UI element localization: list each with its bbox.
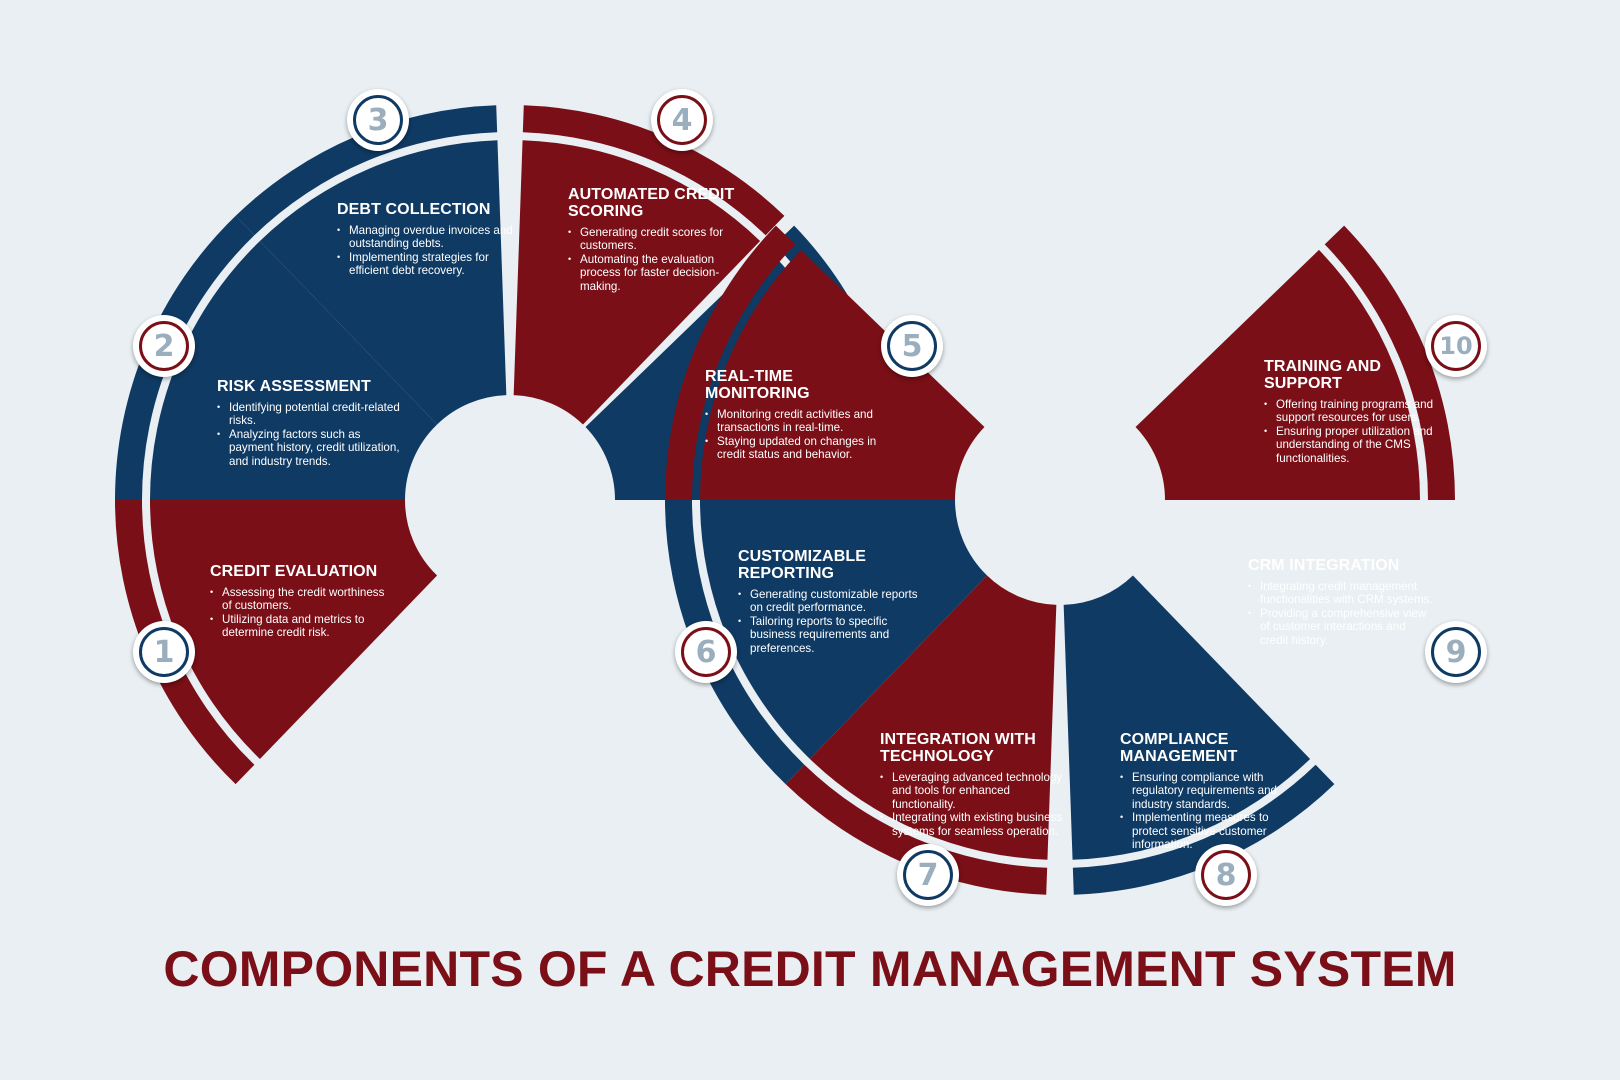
component-9-number: 9 <box>1445 634 1467 670</box>
badge-ring: 6 <box>681 627 731 677</box>
component-2-badge: 2 <box>133 315 195 377</box>
component-2-text: RISK ASSESSMENT Identifying potential cre… <box>217 378 402 468</box>
component-5-badge: 5 <box>881 315 943 377</box>
component-6-badge: 6 <box>675 621 737 683</box>
component-9-bullets: Integrating credit management functional… <box>1248 580 1433 647</box>
component-4-bullets: Generating credit scores for customers.A… <box>568 226 753 293</box>
component-3-text: DEBT COLLECTION Managing overdue invoices… <box>337 201 522 278</box>
component-2-bullet: Analyzing factors such as payment histor… <box>217 428 402 468</box>
component-10-text: TRAINING AND SUPPORT Offering training pr… <box>1264 358 1449 465</box>
component-5-bullets: Monitoring credit activities and transac… <box>705 408 890 462</box>
component-8-text: COMPLIANCE MANAGEMENT Ensuring compliance… <box>1120 731 1305 851</box>
component-4-title: AUTOMATED CREDIT SCORING <box>568 186 735 220</box>
component-6-title: CUSTOMIZABLE REPORTING <box>738 548 867 582</box>
component-8-badge: 8 <box>1195 844 1257 906</box>
component-4-number: 4 <box>671 102 693 138</box>
component-8-bullet: Implementing measures to protect sensiti… <box>1120 811 1305 851</box>
component-3-badge: 3 <box>347 89 409 151</box>
component-2-title: RISK ASSESSMENT <box>217 378 371 395</box>
badge-ring: 3 <box>353 95 403 145</box>
component-3-bullet: Implementing strategies for efficient de… <box>337 251 522 278</box>
component-9-bullet: Integrating credit management functional… <box>1248 580 1433 607</box>
component-3-title: DEBT COLLECTION <box>337 201 491 218</box>
component-8-bullet: Ensuring compliance with regulatory requ… <box>1120 771 1305 811</box>
component-9-badge: 9 <box>1425 621 1487 683</box>
badge-ring: 10 <box>1431 321 1481 371</box>
component-1-text: CREDIT EVALUATION Assessing the credit wo… <box>210 563 395 640</box>
component-3-edge-band <box>235 105 498 236</box>
component-10-bullet: Offering training programs and support r… <box>1264 398 1449 425</box>
component-1-bullet: Assessing the credit worthiness of custo… <box>210 586 395 613</box>
component-5-text: REAL-TIME MONITORING Monitoring credit ac… <box>705 368 890 462</box>
component-6-bullets: Generating customizable reports on credi… <box>738 588 923 655</box>
component-9-title: CRM INTEGRATION <box>1248 557 1400 574</box>
component-7-badge: 7 <box>897 844 959 906</box>
component-4-text: AUTOMATED CREDIT SCORING Generating credi… <box>568 186 753 293</box>
badge-ring: 8 <box>1201 850 1251 900</box>
component-1-bullet: Utilizing data and metrics to determine … <box>210 613 395 640</box>
component-4-bullet: Automating the evaluation process for fa… <box>568 253 753 293</box>
component-10-bullets: Offering training programs and support r… <box>1264 398 1449 465</box>
component-8-edge-band <box>785 764 1048 895</box>
component-7-text: INTEGRATION WITH TECHNOLOGY Leveraging ad… <box>880 731 1065 838</box>
badge-ring: 5 <box>887 321 937 371</box>
component-4-bullet: Generating credit scores for customers. <box>568 226 753 253</box>
component-7-bullet: Integrating with existing business syste… <box>880 811 1065 838</box>
component-10-bullet: Ensuring proper utilization and understa… <box>1264 425 1449 465</box>
component-9-bullet: Providing a comprehensive view of custom… <box>1248 607 1433 647</box>
component-6-number: 6 <box>695 634 717 670</box>
component-4-edge-band <box>522 105 785 236</box>
component-7-bullets: Leveraging advanced technology and tools… <box>880 771 1065 838</box>
component-4-badge: 4 <box>651 89 713 151</box>
component-5-bullet: Staying updated on changes in credit sta… <box>705 435 890 462</box>
diagram-title: COMPONENTS OF A CREDIT MANAGEMENT SYSTEM <box>163 941 1457 997</box>
component-8-bullets: Ensuring compliance with regulatory requ… <box>1120 771 1305 851</box>
badge-ring: 9 <box>1431 627 1481 677</box>
badge-ring: 7 <box>903 850 953 900</box>
component-9-edge-band <box>1072 764 1335 895</box>
component-7-bullet: Leveraging advanced technology and tools… <box>880 771 1065 811</box>
component-10-number: 10 <box>1439 332 1473 360</box>
component-1-badge: 1 <box>133 621 195 683</box>
component-7-title: INTEGRATION WITH TECHNOLOGY <box>880 731 1036 765</box>
component-6-text: CUSTOMIZABLE REPORTING Generating customi… <box>738 548 923 655</box>
component-3-sector <box>259 140 507 425</box>
component-7-number: 7 <box>917 857 939 893</box>
component-3-bullet: Managing overdue invoices and outstandin… <box>337 224 522 251</box>
badge-ring: 1 <box>139 627 189 677</box>
component-6-edge-band <box>665 225 796 501</box>
component-1-title: CREDIT EVALUATION <box>210 563 378 580</box>
component-8-number: 8 <box>1215 857 1237 893</box>
component-9-text: CRM INTEGRATION Integrating credit manage… <box>1248 557 1433 647</box>
component-5-bullet: Monitoring credit activities and transac… <box>705 408 890 435</box>
badge-ring: 2 <box>139 321 189 371</box>
component-8-title: COMPLIANCE MANAGEMENT <box>1120 731 1238 765</box>
component-2-number: 2 <box>153 328 175 364</box>
component-1-bullets: Assessing the credit worthiness of custo… <box>210 586 395 640</box>
component-10-title: TRAINING AND SUPPORT <box>1264 358 1382 392</box>
component-3-bullets: Managing overdue invoices and outstandin… <box>337 224 522 278</box>
component-6-bullet: Generating customizable reports on credi… <box>738 588 923 615</box>
badge-ring: 4 <box>657 95 707 145</box>
component-3-number: 3 <box>367 102 389 138</box>
component-10-badge: 10 <box>1425 315 1487 377</box>
component-1-number: 1 <box>153 634 175 670</box>
component-2-bullets: Identifying potential credit-related ris… <box>217 401 402 468</box>
component-2-bullet: Identifying potential credit-related ris… <box>217 401 402 428</box>
component-5-title: REAL-TIME MONITORING <box>705 368 810 402</box>
component-6-bullet: Tailoring reports to specific business r… <box>738 615 923 655</box>
component-5-number: 5 <box>901 328 923 364</box>
